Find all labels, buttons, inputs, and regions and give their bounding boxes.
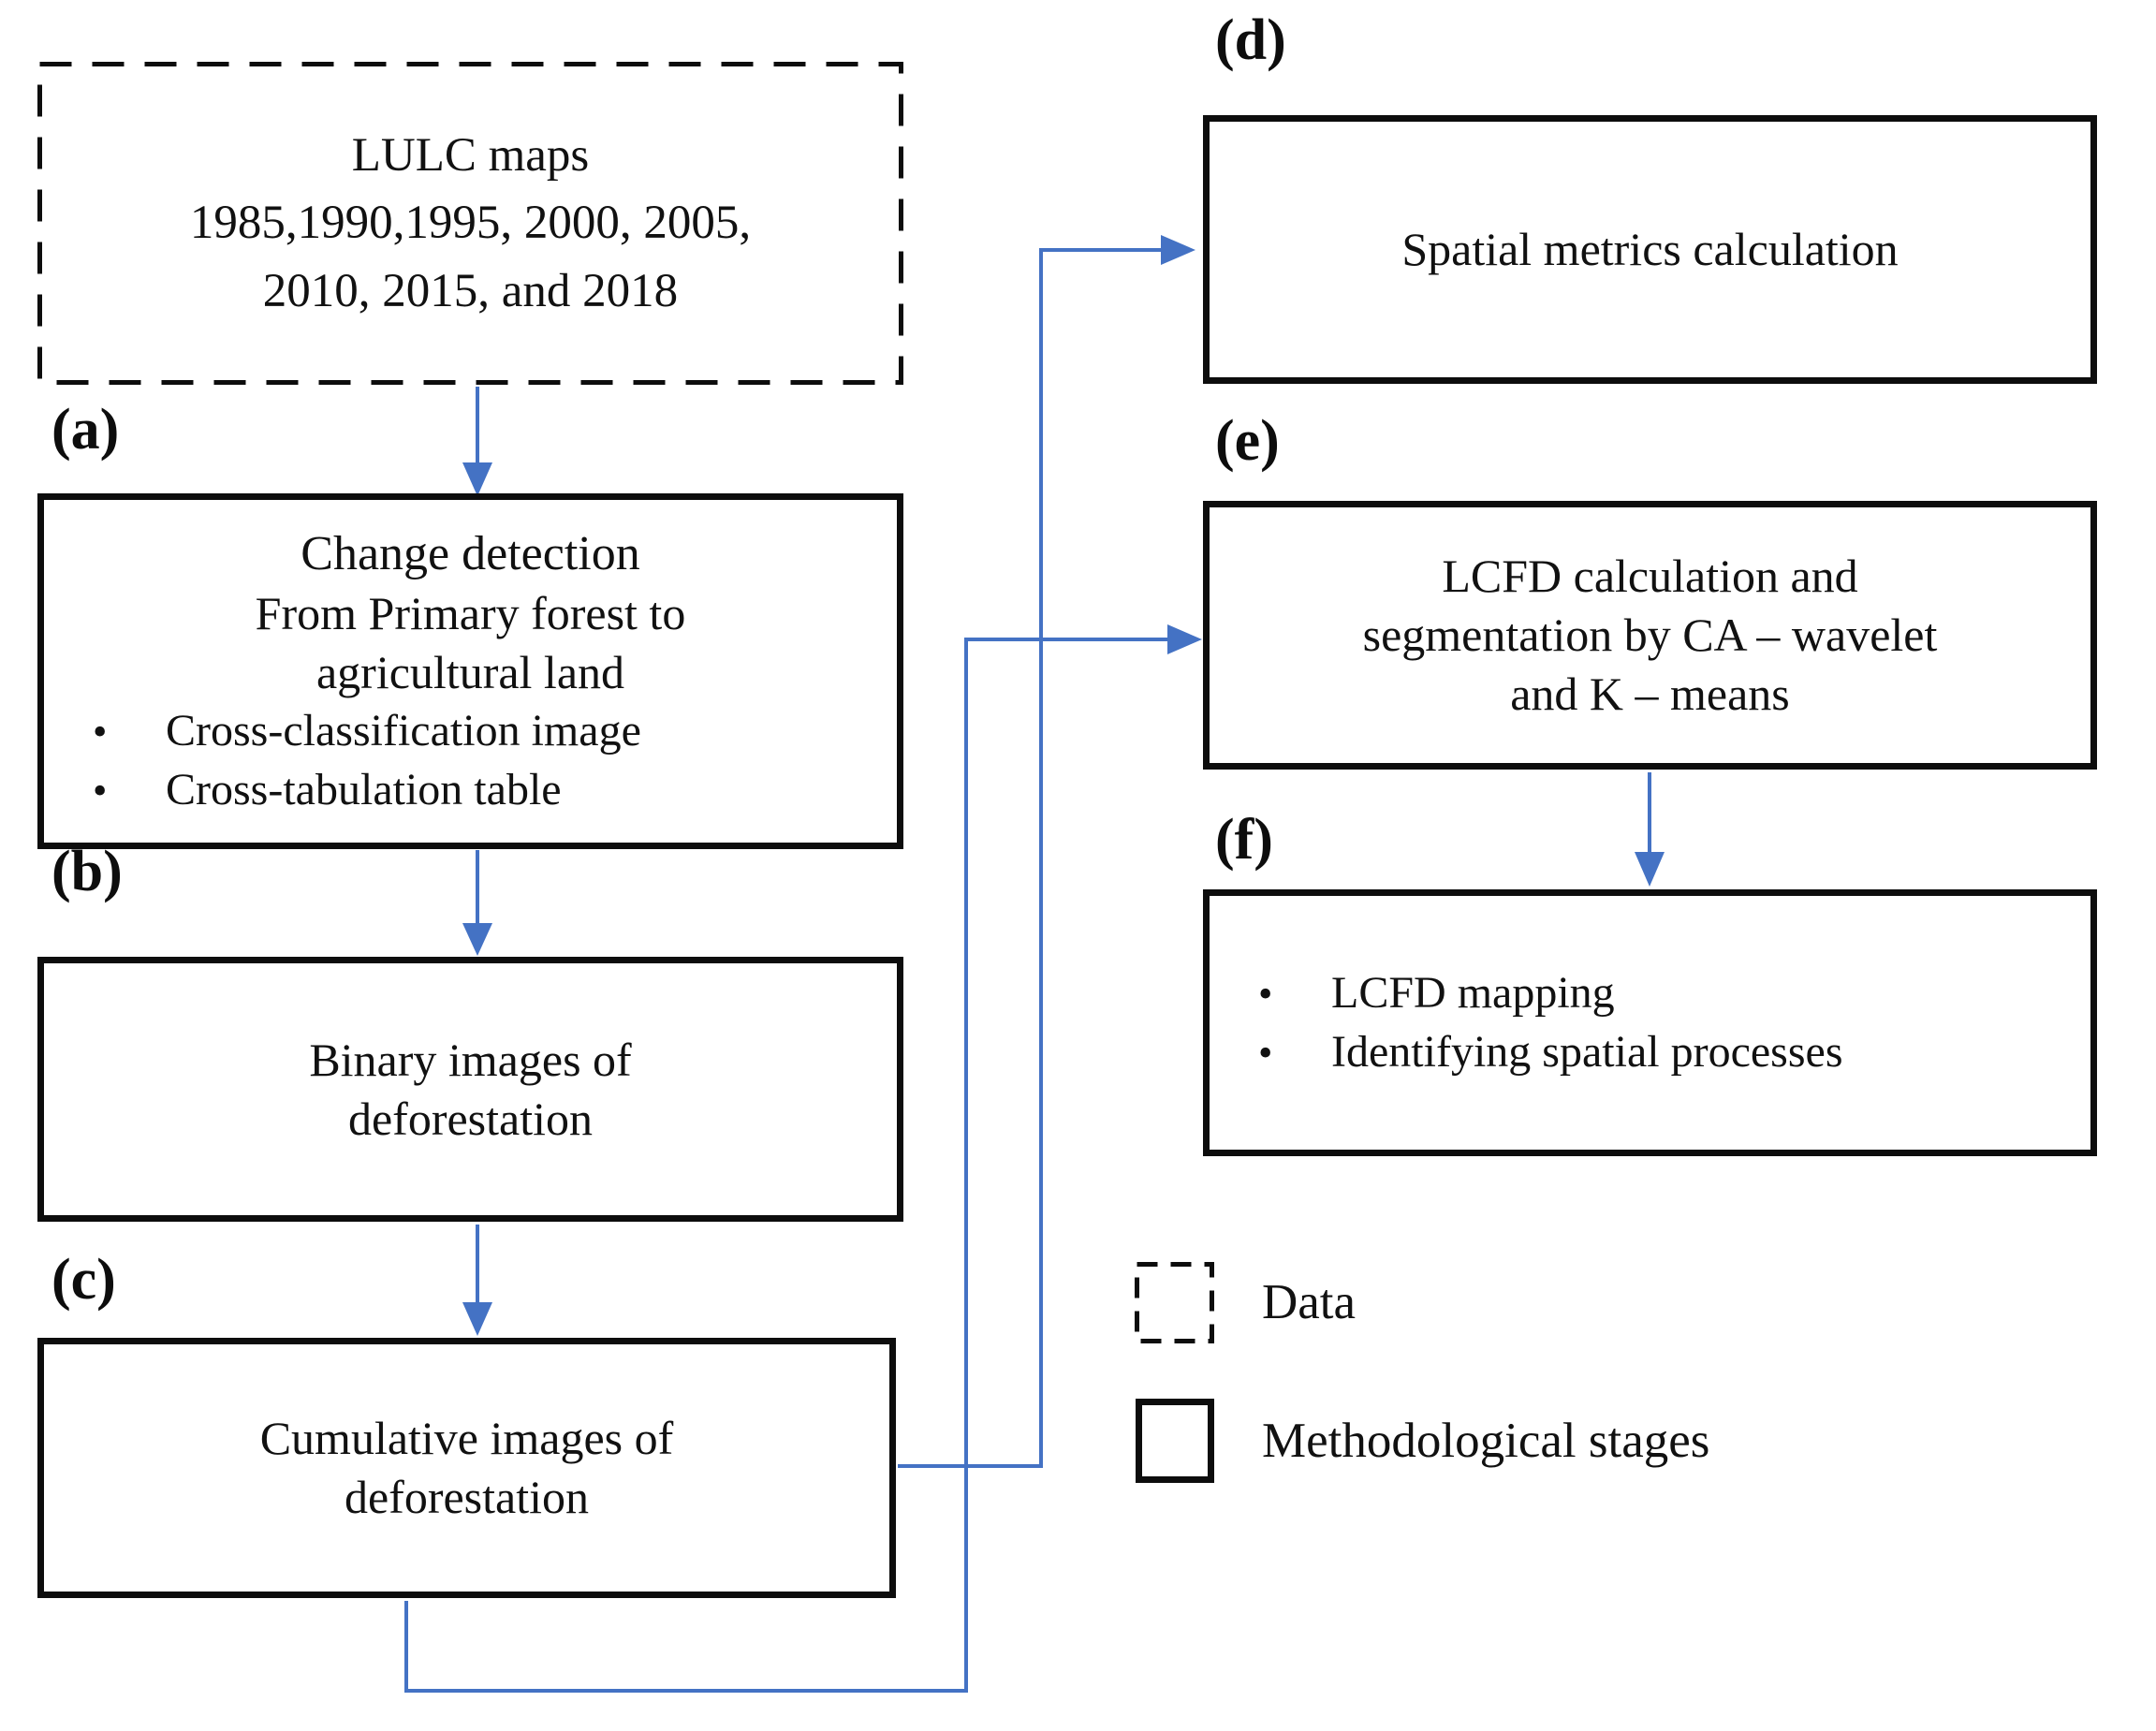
box-b-line: Binary images of xyxy=(309,1033,632,1086)
box-f-bullet-item: • Identifying spatial processes xyxy=(1210,1023,2090,1081)
arrow-b-to-c xyxy=(462,1225,492,1336)
box-e-line: segmentation by CA – wavelet xyxy=(1362,609,1938,661)
connector-c-to-d xyxy=(898,235,1195,1468)
box-a-line: From Primary forest to xyxy=(255,587,686,640)
box-e-line: and K – means xyxy=(1510,667,1790,720)
box-a-bullet-text: Cross-classification image xyxy=(166,706,641,756)
arrow-data-to-a xyxy=(462,387,492,496)
box-b-line: deforestation xyxy=(347,1092,593,1145)
stage-label-c: (c) xyxy=(51,1248,116,1312)
box-a-title: Change detection xyxy=(301,526,640,580)
legend-stages-label: Methodological stages xyxy=(1262,1414,1710,1468)
data-box-dashed-outline xyxy=(37,62,903,385)
box-a-line: agricultural land xyxy=(315,646,625,699)
box-change-detection: Change detection From Primary forest to … xyxy=(37,493,903,849)
legend-data-swatch xyxy=(1135,1262,1214,1343)
arrow-e-to-f xyxy=(1635,772,1665,887)
stage-label-a: (a) xyxy=(51,398,120,462)
box-f-bullet-text: Identifying spatial processes xyxy=(1331,1026,1843,1077)
legend-stages-swatch xyxy=(1136,1399,1214,1483)
legend-data-label: Data xyxy=(1262,1275,1357,1329)
stage-label-f: (f) xyxy=(1215,808,1273,872)
data-box-line: LULC maps xyxy=(351,128,590,182)
data-box: LULC maps 1985,1990,1995, 2000, 2005, 20… xyxy=(37,62,903,385)
bullet-icon: • xyxy=(1258,1029,1273,1076)
data-box-line: 1985,1990,1995, 2000, 2005, xyxy=(189,197,752,250)
box-a-bullet-text: Cross-tabulation table xyxy=(166,764,562,814)
box-a-bullet-item: • Cross-tabulation table xyxy=(44,761,897,819)
box-d-text: Spatial metrics calculation xyxy=(1401,223,1899,275)
stage-label-d: (d) xyxy=(1215,8,1286,72)
connector-c-to-e xyxy=(404,624,1202,1693)
box-lcfd-calculation: LCFD calculation and segmentation by CA … xyxy=(1203,501,2097,770)
box-a-bullet-item: • Cross-classification image xyxy=(44,702,897,760)
box-c-line: Cumulative images of xyxy=(259,1412,674,1464)
box-f-bullet-item: • LCFD mapping xyxy=(1210,964,2090,1022)
box-cumulative-images: Cumulative images of deforestation xyxy=(37,1338,896,1598)
bullet-icon: • xyxy=(93,709,108,755)
bullet-icon: • xyxy=(93,767,108,814)
bullet-icon: • xyxy=(1258,971,1273,1018)
data-box-line: 2010, 2015, and 2018 xyxy=(262,264,679,317)
stage-label-b: (b) xyxy=(51,840,123,903)
box-binary-images: Binary images of deforestation xyxy=(37,957,903,1222)
box-e-line: LCFD calculation and xyxy=(1442,550,1858,602)
arrow-a-to-b xyxy=(462,850,492,956)
stage-label-e: (e) xyxy=(1215,409,1280,473)
box-f-bullet-text: LCFD mapping xyxy=(1331,968,1615,1019)
box-spatial-metrics: Spatial metrics calculation xyxy=(1203,115,2097,384)
box-c-line: deforestation xyxy=(344,1471,589,1523)
box-lcfd-mapping: • LCFD mapping • Identifying spatial pro… xyxy=(1203,889,2097,1156)
